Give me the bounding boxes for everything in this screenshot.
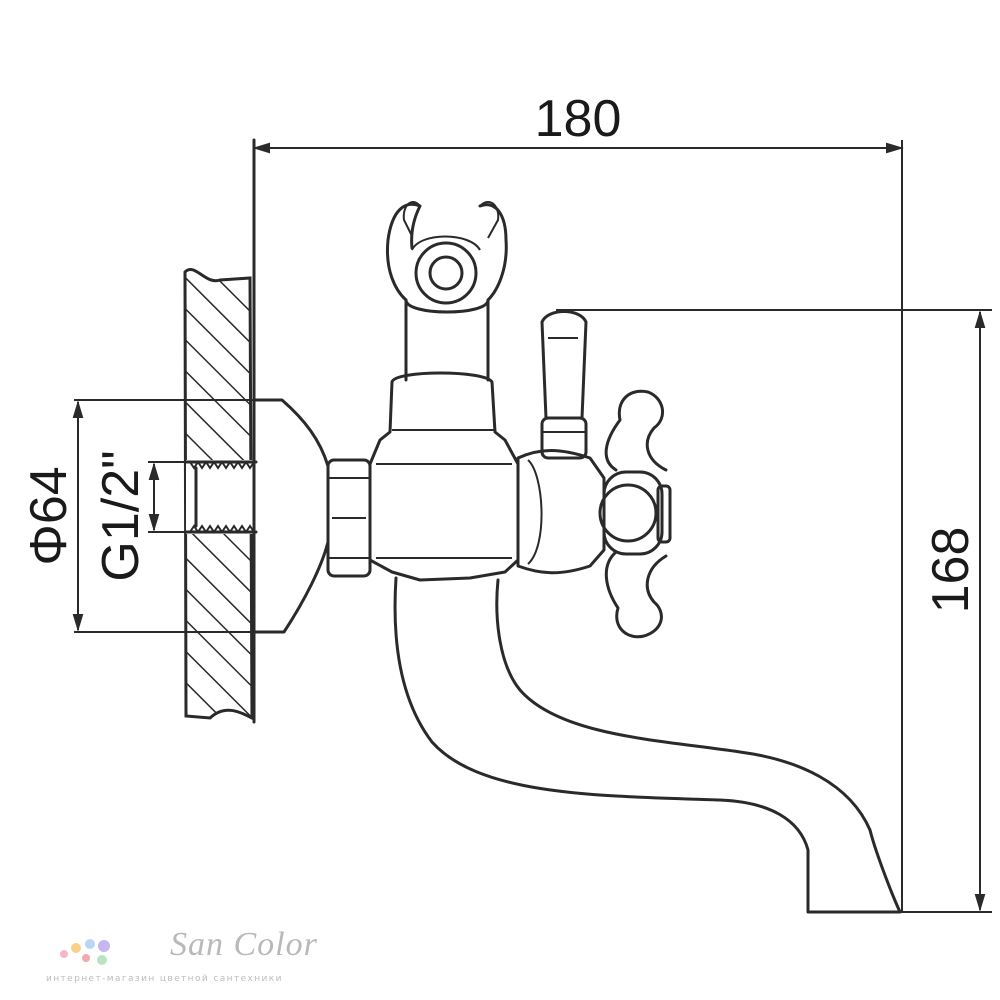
- threaded-inlet-pipe: [184, 460, 258, 534]
- wall-section: [183, 138, 256, 724]
- logo-brand-name: San Color: [170, 926, 318, 963]
- thread-label: G1/2": [92, 450, 150, 581]
- logo-dot: [97, 955, 107, 965]
- logo-dots-icon: [60, 939, 110, 965]
- wall-flange: [252, 398, 330, 634]
- logo-dot: [60, 950, 68, 958]
- shower-holder: [385, 201, 508, 382]
- hex-nut: [326, 458, 372, 578]
- dimension-thread: [148, 461, 186, 533]
- logo-dot: [71, 943, 81, 953]
- faucet-body: [368, 371, 520, 582]
- flange-diameter-label: Φ64: [20, 466, 78, 565]
- spout: [393, 576, 902, 914]
- dimension-flange-diameter: [72, 399, 254, 633]
- height-label: 168: [922, 527, 980, 614]
- logo-tagline: интернет-магазин цветной сантехники: [46, 974, 283, 984]
- logo-dot: [85, 939, 95, 949]
- dimension-height: [556, 309, 992, 913]
- logo-dot: [98, 940, 110, 952]
- cross-handle: [598, 389, 672, 639]
- sancolor-watermark: San Color интернет-магазин цветной санте…: [46, 926, 317, 992]
- width-label: 180: [535, 90, 622, 148]
- diverter-valve: [516, 310, 606, 575]
- logo-dot: [82, 954, 90, 962]
- dimension-width: [252, 140, 904, 912]
